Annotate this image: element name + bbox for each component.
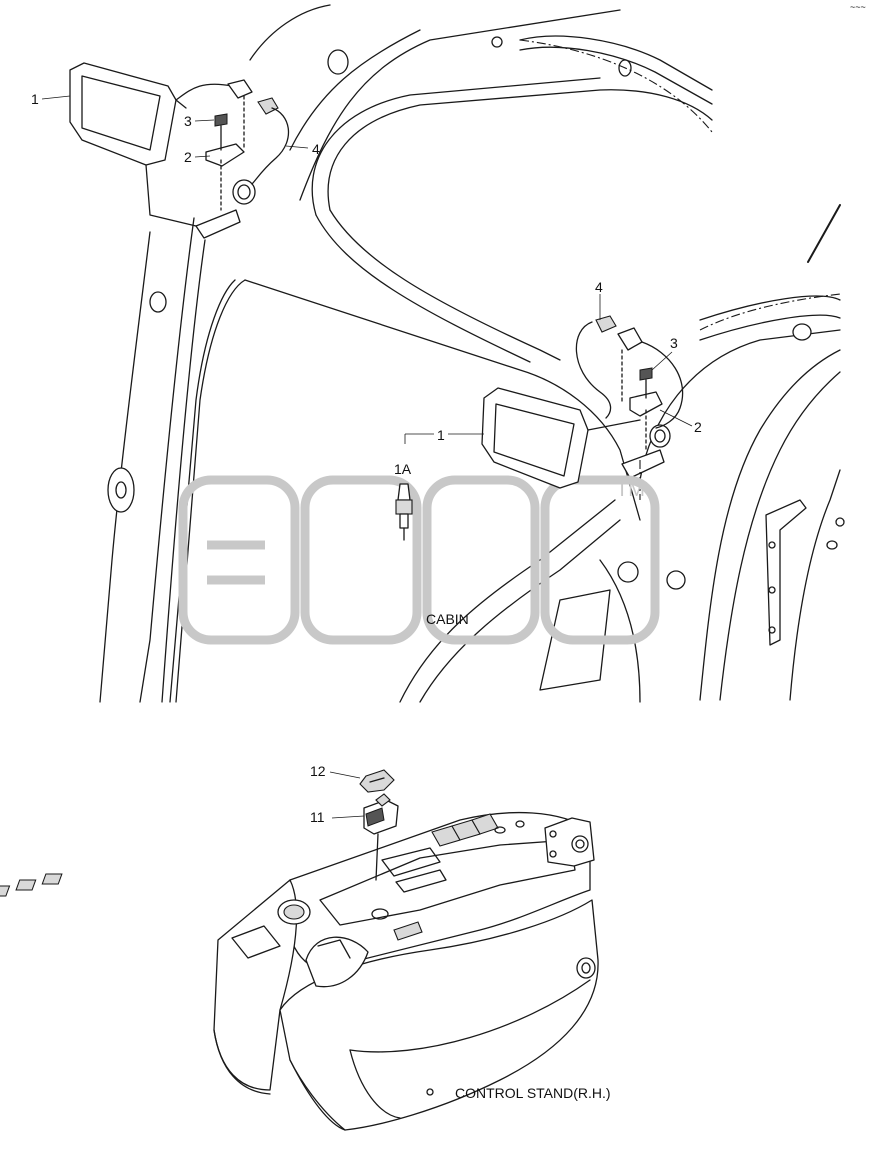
callout-1-left: 1 (31, 91, 39, 107)
callout-3-right: 3 (670, 335, 678, 351)
bulb-1a (395, 483, 413, 541)
work-lamp-right (481, 387, 641, 489)
cabin-frame (99, 4, 845, 703)
bolt-left (214, 113, 228, 211)
corner-mark: ~~~ (850, 2, 866, 12)
caption-cabin: CABIN (426, 611, 469, 627)
callout-12: 12 (310, 763, 326, 779)
work-lamp-left (69, 62, 197, 227)
lamp-bracket-right (629, 391, 663, 417)
callout-2-left: 2 (184, 149, 192, 165)
callout-1-right: 1 (437, 427, 445, 443)
bolt-right (639, 367, 653, 451)
control-stand (0, 811, 599, 1131)
lamp-bracket-left (205, 143, 245, 167)
watermark-logo: TM (178, 475, 660, 645)
switch-bank-front (0, 873, 63, 897)
callout-4-left: 4 (312, 141, 320, 157)
callout-2-right: 2 (694, 419, 702, 435)
switch-knob-12 (359, 769, 395, 793)
callout-11: 11 (310, 809, 325, 825)
rocker-switch-11 (363, 793, 399, 881)
callout-3-left: 3 (184, 113, 192, 129)
callout-4-right: 4 (595, 279, 603, 295)
callout-1a: 1A (394, 461, 412, 477)
watermark-tm: TM (616, 479, 645, 501)
harness-right (575, 315, 684, 429)
switch-bank-rear (431, 813, 499, 847)
callout-leaders (41, 95, 693, 819)
caption-control-stand: CONTROL STAND(R.H.) (455, 1085, 611, 1101)
harness-left (175, 79, 290, 185)
